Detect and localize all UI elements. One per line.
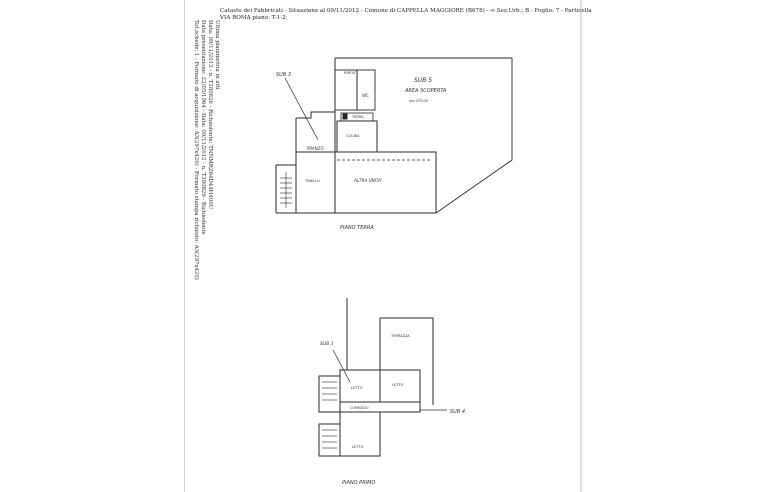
gf-label-wc: WC <box>362 93 369 98</box>
ff-label-letto-2: LETTO <box>392 383 404 387</box>
first-floor-title: PIANO PRIMO <box>342 480 375 486</box>
gf-label-sub5: SUB 5 <box>414 77 432 84</box>
ff-label-terrazza: TERRAZZA <box>390 334 410 338</box>
header-line-1: Catasto dei Fabbricati - Situazione al 0… <box>220 8 592 14</box>
ground-floor-title: PIANO TERRA <box>340 225 374 231</box>
gf-label-sub3: SUB 3 <box>276 72 291 78</box>
document-page <box>184 0 583 492</box>
ff-label-sub3: SUB 3 <box>320 341 334 347</box>
gf-label-cucina: CUCINA <box>346 134 360 138</box>
header-line-2: VIA ROMA piano: T-1-2; <box>220 15 288 21</box>
ff-label-letto-3: LETTO <box>352 445 364 449</box>
page-edge-shadow <box>580 0 583 492</box>
ground-floor-plan <box>275 57 513 214</box>
gf-label-ripost: RIPOST. <box>344 70 359 75</box>
gf-label-area-mq: mq 470,00 <box>409 99 429 103</box>
gf-label-altra-unita: ALTRA UNITA' <box>353 178 382 183</box>
ff-label-sub4: SUB 4 <box>450 409 465 415</box>
gf-label-pranzo: PRANZO <box>307 146 324 151</box>
ff-label-corridoio: CORRIDOIO <box>350 406 369 410</box>
first-floor-plan <box>318 298 447 457</box>
gf-label-tinello: TINELLO <box>304 179 320 183</box>
gf-label-terra: TERRA <box>351 115 364 119</box>
gf-label-area-scoperta: AREA SCOPERTA <box>404 88 447 94</box>
cadastral-header: Catasto dei Fabbricati - Situazione al 0… <box>220 8 592 22</box>
ff-label-letto-1: LETTO <box>351 386 363 390</box>
